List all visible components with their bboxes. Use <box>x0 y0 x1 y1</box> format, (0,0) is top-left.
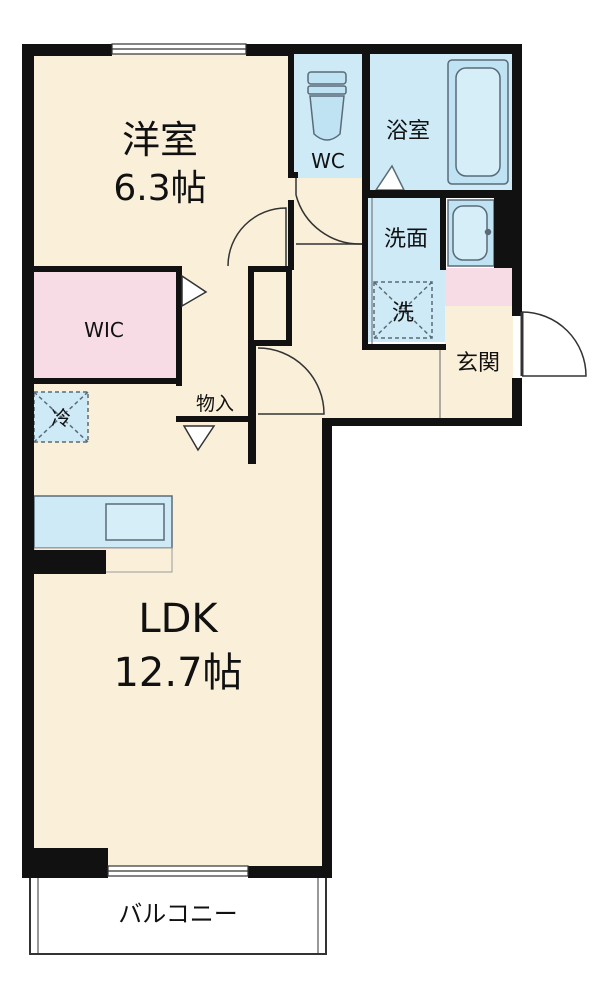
main-floor <box>30 52 445 870</box>
washer-label: 洗 <box>392 301 414 326</box>
wic-floor <box>30 272 178 378</box>
storage-door-icon <box>182 425 216 452</box>
walls <box>22 44 522 878</box>
wic-label: WIC <box>84 318 124 342</box>
wash-basin-icon <box>447 199 495 267</box>
entrance-step <box>445 268 513 306</box>
storage-label: 物入 <box>196 393 234 415</box>
windows <box>107 43 249 877</box>
balcony-label: バルコニー <box>118 900 238 928</box>
fridge-label: 冷 <box>51 406 71 430</box>
doors <box>181 178 587 452</box>
balcony <box>29 873 327 955</box>
toilet-icon <box>307 71 347 141</box>
ldk-size: 12.7帖 <box>113 650 242 696</box>
ldk-name: LDK <box>138 596 219 642</box>
wc-label: WC <box>311 149 345 173</box>
wic-door-icon <box>181 274 208 308</box>
washroom-label: 洗面 <box>384 227 428 252</box>
ldk-door-icon <box>257 347 325 415</box>
western-door-icon <box>227 207 287 267</box>
western-room-size: 6.3帖 <box>113 168 206 209</box>
floor-areas <box>30 52 515 870</box>
labels: 洋室 6.3帖 WIC WC 浴室 洗面 洗 玄関 物入 冷 LDK 12.7帖… <box>51 118 500 928</box>
western-room-name: 洋室 <box>122 118 198 162</box>
bathroom-label: 浴室 <box>386 119 430 144</box>
bathtub-icon <box>447 59 509 185</box>
washer-space-icon <box>373 281 433 339</box>
entrance-door-icon <box>521 311 587 377</box>
entrance-label: 玄関 <box>456 351 500 376</box>
